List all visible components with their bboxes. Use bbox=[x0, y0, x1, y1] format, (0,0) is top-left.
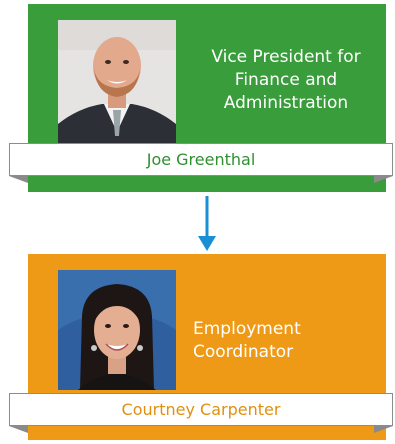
person-photo-courtney-carpenter bbox=[58, 270, 176, 390]
role-line: Administration bbox=[223, 93, 349, 113]
role-line: Vice President for bbox=[211, 47, 361, 67]
node-role-title: Vice President for Finance and Administr… bbox=[186, 46, 386, 115]
node-person-name: Courtney Carpenter bbox=[9, 393, 393, 426]
role-line: Employment bbox=[193, 319, 301, 339]
arrow-down-icon bbox=[198, 236, 216, 251]
name-ribbon-fold bbox=[9, 426, 28, 433]
node-person-name: Joe Greenthal bbox=[9, 143, 393, 176]
name-ribbon-fold bbox=[374, 176, 393, 183]
name-ribbon-fold bbox=[374, 426, 393, 433]
name-ribbon-fold bbox=[9, 176, 28, 183]
person-photo-joe-greenthal bbox=[58, 20, 176, 143]
node-role-title: Employment Coordinator bbox=[193, 318, 378, 364]
reports-to-connector bbox=[196, 196, 218, 252]
role-line: Coordinator bbox=[193, 342, 294, 362]
role-line: Finance and bbox=[234, 70, 338, 90]
